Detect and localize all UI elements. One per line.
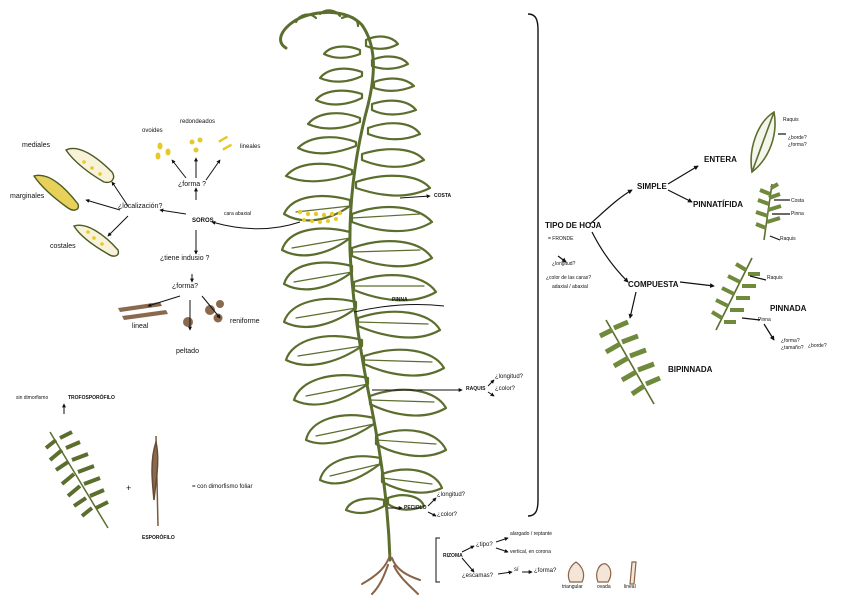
label-raquis-entera: Raquis xyxy=(783,118,799,123)
label-esporofilo: ESPORÓFILO xyxy=(142,536,175,541)
label-forma-question-1: ¿forma ? xyxy=(178,181,206,188)
label-reniforme: reniforme xyxy=(230,318,260,325)
label-indusio-question: ¿tiene indusio ? xyxy=(160,255,209,262)
label-localizacion-question: ¿localización? xyxy=(118,203,162,210)
label-trofosporofilo: TROFOSPORÓFILO xyxy=(68,396,115,401)
label-peciolo-longitud: ¿longitud? xyxy=(437,492,465,498)
label-peciolo-color: ¿color? xyxy=(437,512,457,518)
label-adaxial-abaxial: adaxial / abaxial xyxy=(552,285,588,290)
label-fronde: = FRONDE xyxy=(548,237,573,242)
label-forma-question-entera: ¿forma? xyxy=(788,143,807,148)
label-pinna-pinnada: Pinna xyxy=(758,318,771,323)
label-costa: COSTA xyxy=(434,194,451,199)
scale-shapes xyxy=(568,562,636,584)
label-color-caras: ¿color de las caras? xyxy=(546,276,591,281)
label-soros: SOROS xyxy=(192,218,214,224)
label-raquis-color: ¿color? xyxy=(495,386,515,392)
label-marginal: marginales xyxy=(10,193,44,200)
label-pinna-pinnatifida: Pinna xyxy=(791,212,804,217)
label-lineal: lineal xyxy=(132,323,148,330)
label-si: sí xyxy=(514,567,519,573)
label-forma-question-3: ¿forma? xyxy=(534,568,556,574)
label-entera: ENTERA xyxy=(704,156,737,164)
label-pinnatifida: PINNATÍFIDA xyxy=(693,201,743,209)
dimorphism-fronds xyxy=(46,432,158,528)
label-peciolo: PECIOLO xyxy=(404,506,427,511)
label-forma-question-pinnada: ¿forma? xyxy=(781,339,800,344)
label-medial: mediales xyxy=(22,142,50,149)
label-plus: + xyxy=(126,484,131,493)
label-ovada: ovada xyxy=(597,585,611,590)
label-costa-pinnatifida: Costa xyxy=(791,199,804,204)
label-escamas-question: ¿escamas? xyxy=(462,573,493,579)
label-ovoid: ovoides xyxy=(142,128,163,134)
right-leaves xyxy=(600,112,781,404)
sorus-shapes xyxy=(156,136,233,160)
label-alargado: alargado / reptante xyxy=(510,532,552,537)
label-triangular: triangular xyxy=(562,585,583,590)
label-cara-abaxial: cara abaxial xyxy=(224,212,251,217)
label-raquis: RAQUIS xyxy=(466,387,485,392)
label-tipo-de-hoja: TIPO DE HOJA xyxy=(545,222,601,230)
label-simple: SIMPLE xyxy=(637,183,667,191)
label-borde-question-2: ¿borde? xyxy=(808,344,827,349)
label-rizoma: RIZOMA xyxy=(443,554,463,559)
label-forma-question-2: ¿forma? xyxy=(172,283,198,290)
label-con-dimorfismo: = con dimorfismo foliar xyxy=(192,484,253,490)
label-sin-dimorfismo: sin dimorfismo xyxy=(16,396,48,401)
label-raquis-pinnada: Raquis xyxy=(767,276,783,281)
label-pinnada: PINNADA xyxy=(770,305,806,313)
center-sori xyxy=(298,210,342,224)
label-compuesta: COMPUESTA xyxy=(628,281,679,289)
label-tipo-question: ¿tipo? xyxy=(476,542,493,548)
label-borde-question: ¿borde? xyxy=(788,136,807,141)
label-costal: costales xyxy=(50,243,76,250)
label-bipinnada: BIPINNADA xyxy=(668,366,712,374)
label-vertical: vertical, en corona xyxy=(510,550,551,555)
label-tamano-question: ¿tamaño? xyxy=(781,346,804,351)
label-raquis-pinnatifida: Raquis xyxy=(780,237,796,242)
label-raquis-longitud: ¿longitud? xyxy=(495,374,523,380)
label-rounded: redondeados xyxy=(180,119,215,125)
label-longitud: ¿longitud? xyxy=(552,262,575,267)
label-peltado: peltado xyxy=(176,348,199,355)
label-lineal-scale: lineal xyxy=(624,585,636,590)
sori-leaves xyxy=(34,148,118,256)
label-pinna: PINNA xyxy=(392,298,408,303)
label-linear-sori: lineales xyxy=(240,144,260,150)
